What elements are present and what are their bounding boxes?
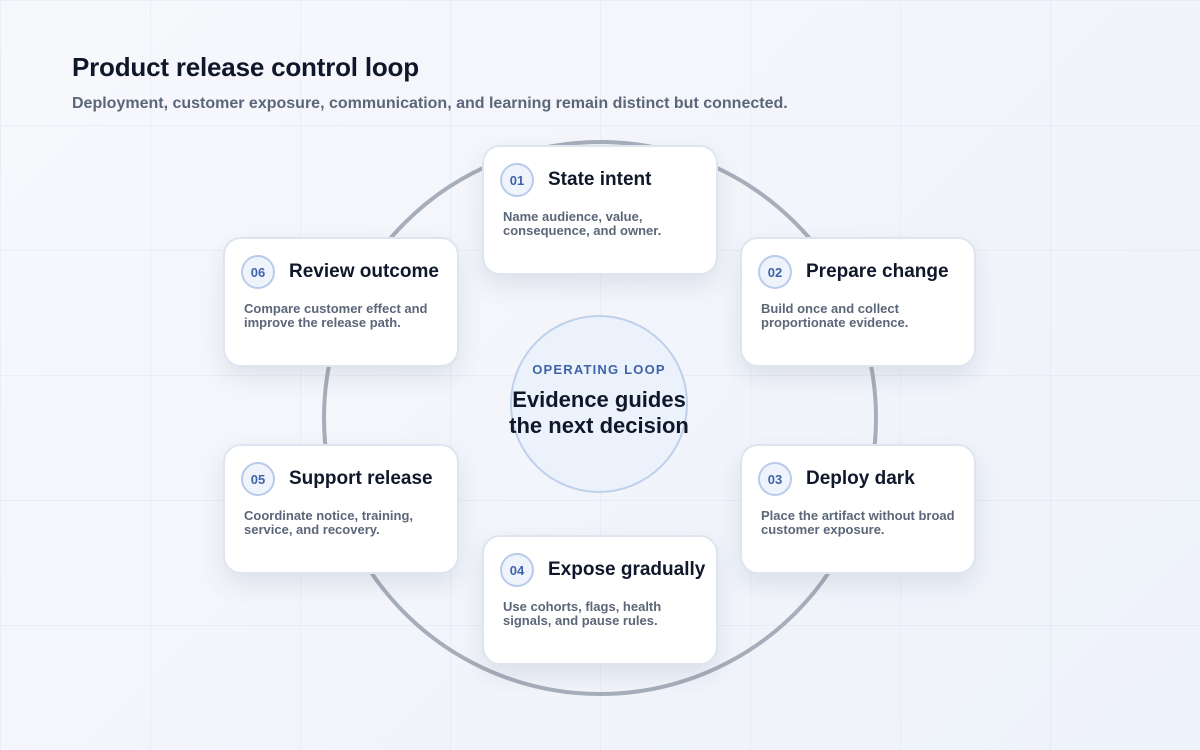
step-title: Support release [289, 468, 433, 489]
step-number-badge: 05 [241, 462, 275, 496]
loop-ring-circle [322, 140, 878, 696]
page-title: Product release control loop [72, 52, 419, 82]
step-description: Compare customer effect and improve the … [244, 301, 428, 330]
step-description: Coordinate notice, training, service, an… [244, 508, 414, 537]
step-title: State intent [548, 169, 652, 190]
step-description: Place the artifact without broad custome… [761, 508, 955, 537]
page-subtitle: Deployment, customer exposure, communica… [72, 95, 788, 112]
step-description: Use cohorts, flags, health signals, and … [503, 599, 662, 628]
center-statement: Evidence guides the next decision [509, 386, 689, 438]
step-number-badge: 01 [500, 163, 534, 197]
step-number-badge: 04 [500, 553, 534, 587]
step-card-deploy-dark[interactable]: 03 Deploy dark Place the artifact withou… [740, 444, 976, 574]
step-number-badge: 02 [758, 255, 792, 289]
step-number-badge: 06 [241, 255, 275, 289]
step-title: Prepare change [806, 261, 949, 282]
step-title: Deploy dark [806, 468, 915, 489]
step-card-expose-gradually[interactable]: 04 Expose gradually Use cohorts, flags, … [482, 535, 718, 665]
center-circle: OPERATING LOOP Evidence guides the next … [509, 315, 689, 493]
step-description: Build once and collect proportionate evi… [761, 301, 909, 330]
step-description: Name audience, value, consequence, and o… [503, 209, 662, 238]
step-title: Review outcome [289, 261, 439, 282]
step-title: Expose gradually [548, 559, 706, 580]
step-card-review-outcome[interactable]: 06 Review outcome Compare customer effec… [223, 237, 459, 367]
step-number-badge: 03 [758, 462, 792, 496]
header: Product release control loop Deployment,… [72, 52, 788, 113]
step-card-prepare-change[interactable]: 02 Prepare change Build once and collect… [740, 237, 976, 367]
step-card-support-release[interactable]: 05 Support release Coordinate notice, tr… [223, 444, 459, 574]
center-eyebrow: OPERATING LOOP [532, 361, 666, 377]
step-card-state-intent[interactable]: 01 State intent Name audience, value, co… [482, 145, 718, 275]
